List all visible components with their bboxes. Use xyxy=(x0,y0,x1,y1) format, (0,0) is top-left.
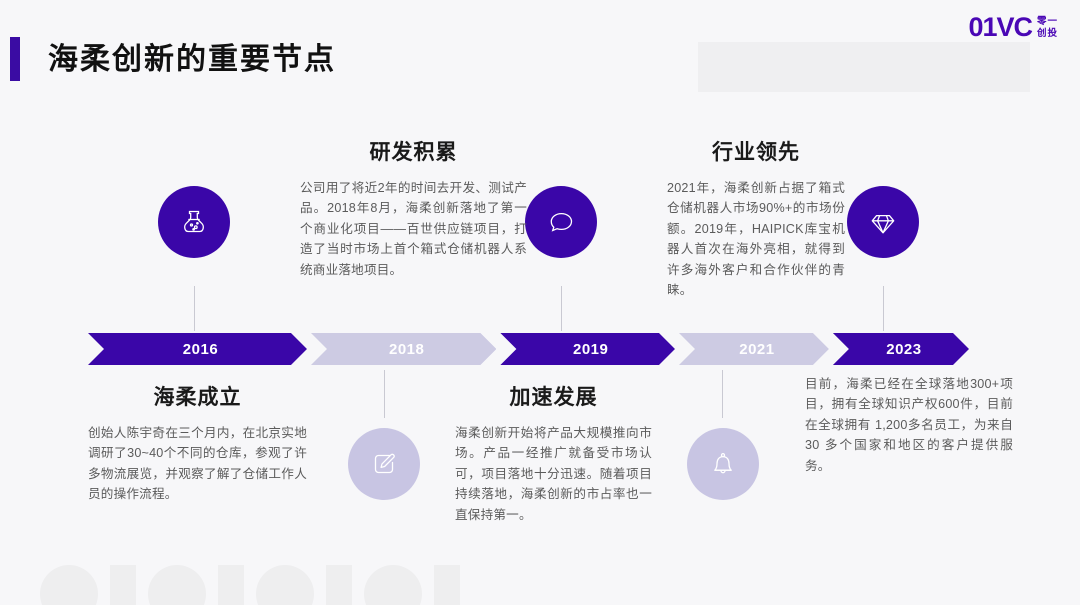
watermark-bar xyxy=(326,565,352,605)
milestone-body: 海柔创新开始将产品大规模推向市场。产品一经推广就备受市场认可，项目落地十分迅速。… xyxy=(455,426,652,522)
connector-line-2023 xyxy=(883,286,884,331)
page-title: 海柔创新的重要节点 xyxy=(48,43,336,76)
connector-line-2016 xyxy=(194,286,195,331)
timeline-segment-2019[interactable]: 2019 xyxy=(500,333,675,365)
watermark-bar xyxy=(218,565,244,605)
diamond-icon-circle xyxy=(847,186,919,258)
milestone-block-2018: 研发积累 公司用了将近2年的时间去开发、测试产品。2018年8月，海柔创新落地了… xyxy=(300,136,527,280)
timeline-year-label: 2023 xyxy=(886,340,922,358)
timeline-year-label: 2019 xyxy=(572,340,609,358)
milestone-heading: 研发积累 xyxy=(369,141,458,164)
timeline-segment-2018[interactable]: 2018 xyxy=(311,333,496,365)
timeline-bar: 2016 2018 2019 2021 2023 xyxy=(88,333,973,365)
bell-icon xyxy=(706,447,740,481)
watermark-circle xyxy=(364,565,422,605)
watermark-bar xyxy=(110,565,136,605)
binary-watermark xyxy=(40,565,460,605)
connector-line-2021 xyxy=(722,370,723,418)
edit-pencil-icon-circle xyxy=(348,428,420,500)
diamond-icon xyxy=(866,205,900,239)
logo-wordmark: 01VC xyxy=(968,12,1033,42)
watermark-circle xyxy=(40,565,98,605)
connector-line-2019-top xyxy=(561,286,562,331)
milestone-block-2019: 加速发展 海柔创新开始将产品大规模推向市场。产品一经推广就备受市场认可，项目落地… xyxy=(455,381,652,525)
connector-line-2018 xyxy=(384,370,385,418)
timeline-year-label: 2016 xyxy=(182,340,219,358)
watermark-bar xyxy=(434,565,460,605)
milestone-heading: 行业领先 xyxy=(712,141,800,164)
logo-subtext-line1: 零一 xyxy=(1036,15,1058,27)
bell-icon-circle xyxy=(687,428,759,500)
speech-bubble-icon-circle xyxy=(525,186,597,258)
milestone-heading: 海柔成立 xyxy=(153,386,242,409)
logo-subtext: 零一 创投 xyxy=(1037,16,1058,40)
milestone-body: 创始人陈宇奇在三个月内，在北京实地调研了30~40个不同的仓库，参观了许多物流展… xyxy=(88,426,307,502)
timeline-year-label: 2018 xyxy=(388,340,425,358)
milestone-body: 公司用了将近2年的时间去开发、测试产品。2018年8月，海柔创新落地了第一个商业… xyxy=(300,181,527,277)
edit-pencil-icon xyxy=(367,447,401,481)
milestone-body: 目前，海柔已经在全球落地300+项目，拥有全球知识产权600件，目前在全球拥有 … xyxy=(805,377,1013,473)
brand-logo: 01VC 零一 创投 xyxy=(968,14,1058,41)
watermark-circle xyxy=(148,565,206,605)
decorative-rectangle xyxy=(698,42,1030,92)
watermark-circle xyxy=(256,565,314,605)
logo-subtext-line2: 创投 xyxy=(1036,27,1058,39)
title-accent-bar xyxy=(10,37,20,81)
timeline-segment-2021[interactable]: 2021 xyxy=(679,333,829,365)
flask-icon-circle xyxy=(158,186,230,258)
timeline-segment-2016[interactable]: 2016 xyxy=(88,333,307,365)
milestone-heading: 加速发展 xyxy=(509,386,598,409)
flask-icon xyxy=(177,205,211,239)
timeline-segment-2023[interactable]: 2023 xyxy=(833,333,969,365)
milestone-body: 2021年，海柔创新占据了箱式仓储机器人市场90%+的市场份额。2019年，HA… xyxy=(667,181,845,297)
milestone-block-2023: 目前，海柔已经在全球落地300+项目，拥有全球知识产权600件，目前在全球拥有 … xyxy=(805,374,1013,476)
milestone-block-2016: 海柔成立 创始人陈宇奇在三个月内，在北京实地调研了30~40个不同的仓库，参观了… xyxy=(88,381,307,505)
speech-bubble-icon xyxy=(544,205,578,239)
milestone-block-2021-top: 行业领先 2021年，海柔创新占据了箱式仓储机器人市场90%+的市场份额。201… xyxy=(667,136,845,300)
timeline-year-label: 2021 xyxy=(739,340,775,358)
